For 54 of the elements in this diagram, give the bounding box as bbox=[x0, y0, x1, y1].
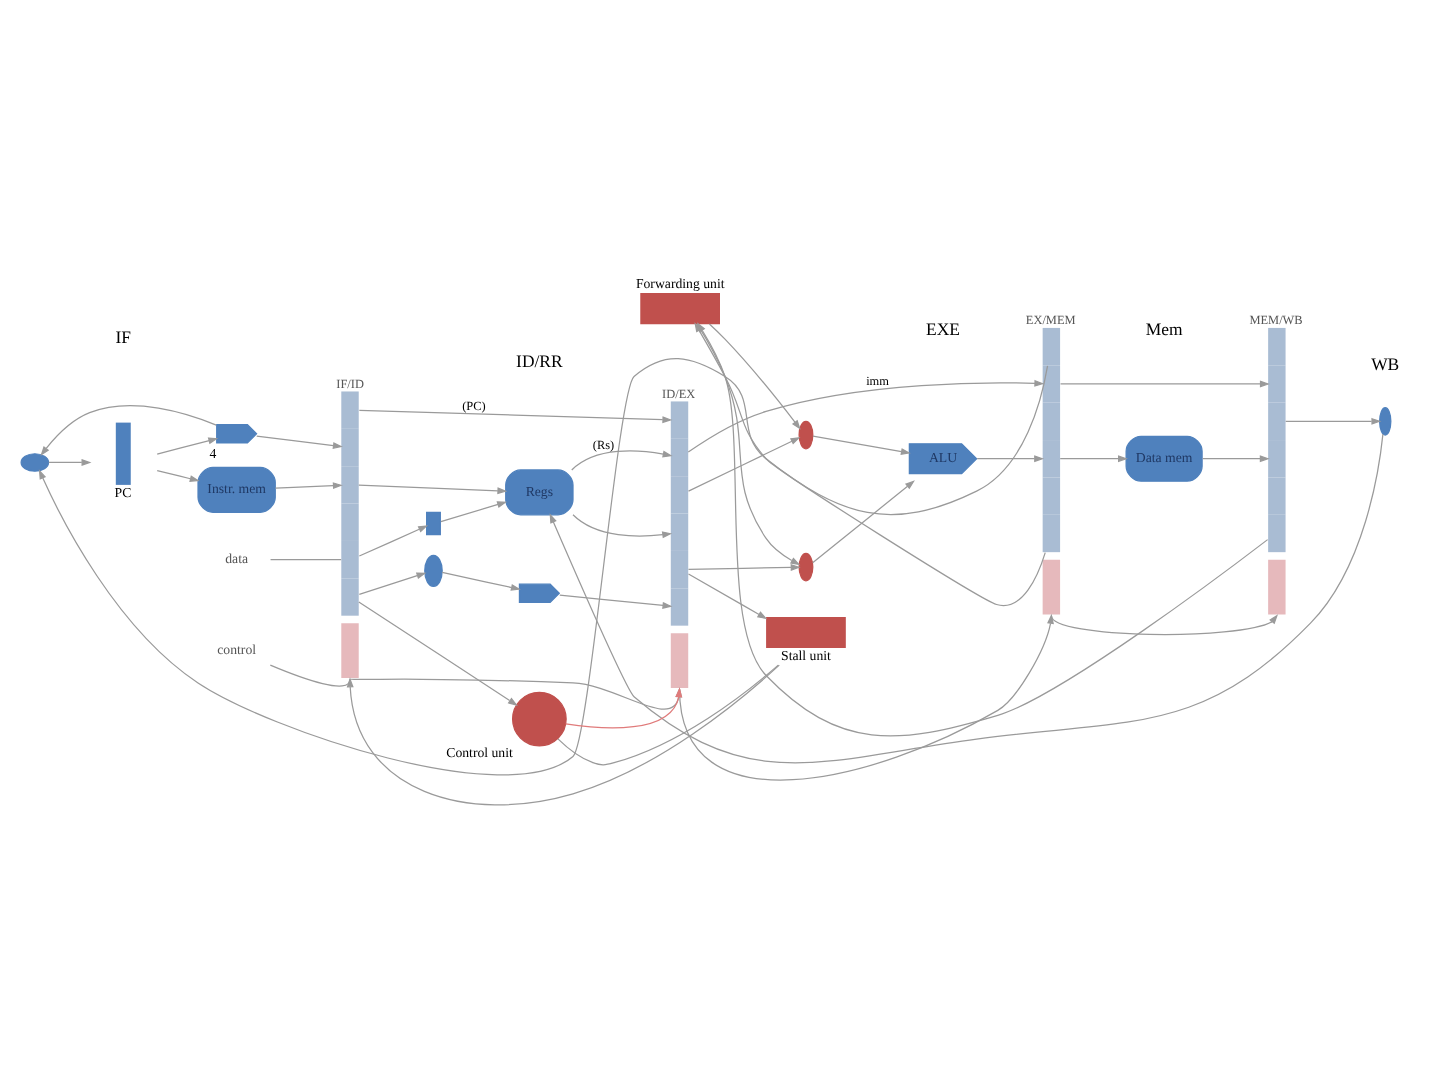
arrow bbox=[358, 484, 508, 495]
arrow bbox=[559, 594, 673, 609]
label: WB bbox=[1371, 353, 1400, 374]
arrow bbox=[565, 687, 683, 729]
arrow bbox=[38, 358, 1049, 776]
node-ellipse bbox=[798, 420, 814, 450]
arrow bbox=[358, 572, 427, 596]
arrow bbox=[708, 323, 801, 430]
label: EXE bbox=[926, 319, 960, 340]
arrow bbox=[441, 571, 521, 591]
label: IF bbox=[115, 326, 132, 347]
arrow bbox=[572, 514, 673, 539]
arrow bbox=[571, 450, 673, 471]
arrow bbox=[256, 435, 343, 450]
node-ellipse bbox=[424, 554, 443, 588]
label: ID/RR bbox=[516, 351, 563, 372]
arrow bbox=[156, 437, 219, 455]
arrow bbox=[976, 455, 1045, 463]
arrow bbox=[812, 435, 911, 455]
connector bbox=[269, 559, 342, 561]
arrow bbox=[687, 437, 801, 492]
arrow bbox=[440, 501, 508, 523]
node-box bbox=[426, 511, 441, 536]
node-circle bbox=[511, 691, 567, 747]
arrow bbox=[812, 480, 915, 564]
arrow bbox=[678, 613, 1054, 781]
connector bbox=[557, 664, 779, 766]
arrow bbox=[358, 409, 673, 424]
arrow bbox=[156, 469, 200, 483]
node-ellipse bbox=[798, 552, 814, 582]
arrow bbox=[358, 601, 518, 706]
arrow bbox=[274, 482, 343, 490]
arrow bbox=[687, 563, 801, 571]
arrow bbox=[687, 379, 1045, 453]
node-ellipse bbox=[20, 453, 50, 472]
node-box bbox=[766, 616, 846, 649]
arrow bbox=[358, 525, 429, 557]
node-box bbox=[115, 422, 131, 485]
arrow bbox=[687, 573, 768, 620]
arrow bbox=[1059, 380, 1270, 388]
label: Mem bbox=[1145, 319, 1183, 340]
arrow bbox=[549, 433, 1384, 764]
arrow bbox=[1050, 614, 1279, 636]
connector bbox=[269, 664, 351, 687]
arrow bbox=[1059, 455, 1128, 463]
node-pentagon bbox=[518, 583, 561, 604]
node-box bbox=[640, 293, 720, 325]
node-pentagon bbox=[216, 424, 258, 444]
arrow bbox=[1285, 417, 1382, 425]
arrow bbox=[349, 678, 683, 710]
arrow bbox=[40, 405, 217, 456]
arrow bbox=[1202, 455, 1270, 463]
node-ellipse bbox=[1379, 407, 1392, 436]
arrow bbox=[48, 458, 92, 466]
